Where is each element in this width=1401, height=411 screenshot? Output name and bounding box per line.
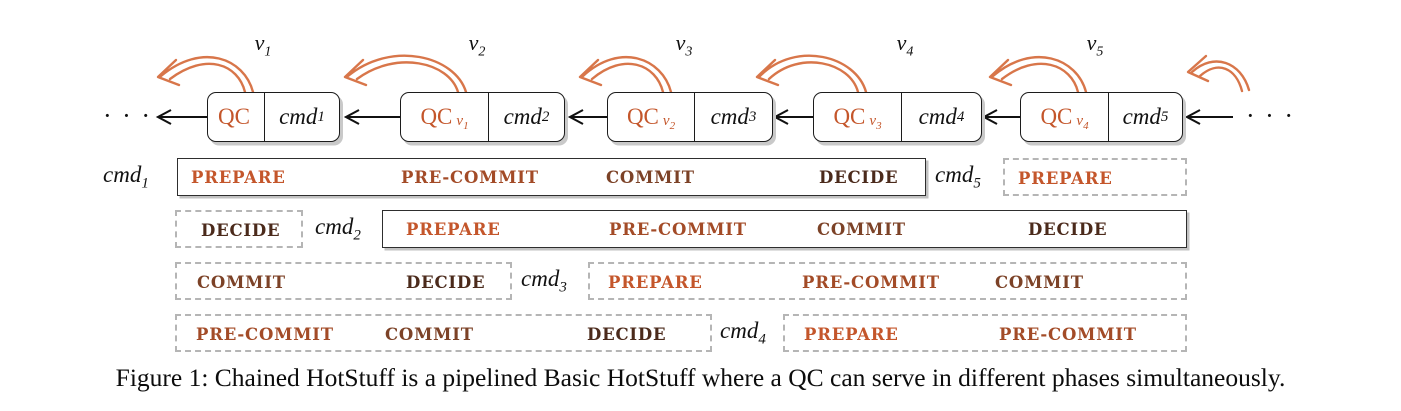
phase-label: DECIDE	[1028, 220, 1108, 239]
phase-label: PREPARE	[406, 220, 501, 239]
phase-label: DECIDE	[819, 168, 899, 187]
phase-label: PREPARE	[804, 325, 899, 344]
chain-arrows-layer	[155, 54, 1251, 125]
phase-label: COMMIT	[606, 168, 695, 187]
phase-label: PREPARE	[191, 168, 286, 187]
cmd-label: cmd2	[315, 214, 361, 244]
phase-label: PREPARE	[1018, 169, 1113, 188]
cmd-label: cmd1	[103, 162, 149, 192]
chain-ellipsis-left: · · ·	[103, 101, 152, 130]
pipeline-box: PREPARE	[1003, 158, 1187, 196]
phase-label: PRE-COMMIT	[609, 220, 747, 239]
phase-label: DECIDE	[201, 221, 281, 240]
pipeline-box: PREPARE PRE-COMMIT COMMIT	[588, 262, 1187, 300]
pipeline-box: PREPARE PRE-COMMIT COMMIT DECIDE	[177, 158, 926, 196]
pipeline-box: PRE-COMMIT COMMIT DECIDE	[175, 314, 712, 352]
phase-label: DECIDE	[587, 325, 667, 344]
pipeline-box: DECIDE	[175, 210, 303, 248]
cmd-label: cmd5	[935, 162, 981, 192]
phase-label: PRE-COMMIT	[196, 325, 334, 344]
phase-label: COMMIT	[197, 273, 286, 292]
pipeline-box: PREPARE PRE-COMMIT COMMIT DECIDE	[382, 210, 1187, 248]
pipeline-box: COMMIT DECIDE	[175, 262, 512, 300]
phase-label: COMMIT	[385, 325, 474, 344]
view-label: v2	[468, 30, 486, 60]
phase-label: PREPARE	[608, 273, 703, 292]
qc-cell: QC	[218, 104, 250, 129]
cmd-label: cmd4	[720, 318, 766, 348]
figure-caption: Figure 1: Chained HotStuff is a pipeline…	[115, 363, 1286, 392]
phase-label: PRE-COMMIT	[401, 168, 539, 187]
phase-label: DECIDE	[406, 273, 486, 292]
cmd-label: cmd3	[521, 266, 567, 296]
phase-label: COMMIT	[817, 220, 906, 239]
parent-arrow-icon	[155, 109, 1233, 125]
phase-label: PRE-COMMIT	[999, 325, 1137, 344]
view-label: v4	[896, 30, 914, 60]
chain-ellipsis-right: · · ·	[1246, 101, 1295, 130]
view-label: v3	[675, 30, 693, 60]
phase-label: PRE-COMMIT	[802, 273, 940, 292]
view-label: v5	[1086, 30, 1104, 60]
qc-arrow-icon	[156, 54, 1251, 94]
pipeline-box: PREPARE PRE-COMMIT	[783, 314, 1187, 352]
phase-label: COMMIT	[995, 273, 1084, 292]
view-label: v1	[254, 30, 272, 60]
